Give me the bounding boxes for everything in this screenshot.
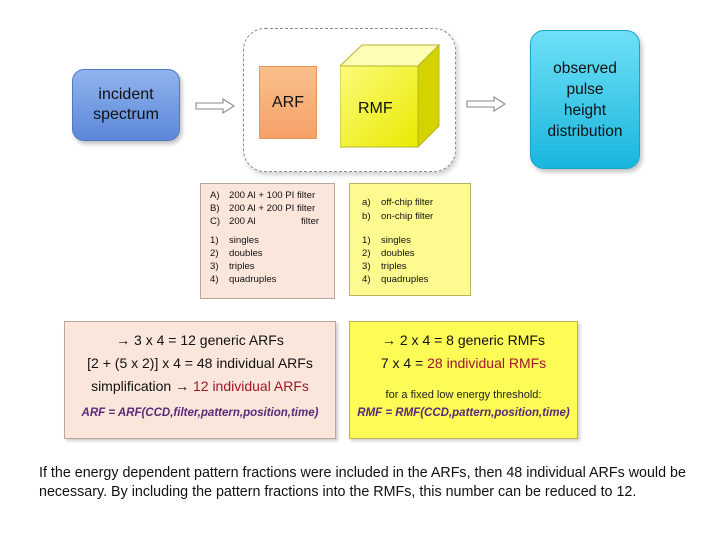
pattern-item: 3)triples bbox=[362, 261, 407, 272]
arf-summary-line-2: [2 + (5 x 2)] x 4 = 48 individual ARFs bbox=[87, 355, 313, 371]
incident-spectrum-box: incident spectrum bbox=[72, 69, 180, 141]
arf-label: ARF bbox=[272, 93, 304, 111]
caption-text: If the energy dependent pattern fraction… bbox=[39, 465, 686, 500]
filter-item: b)on-chip filter bbox=[362, 211, 434, 222]
pattern-item: 2)doubles bbox=[210, 248, 263, 259]
arf-summary-box: → 3 x 4 = 12 generic ARFs [2 + (5 x 2)] … bbox=[64, 321, 336, 439]
observed-line-1: observed bbox=[553, 59, 617, 77]
arrow-right-icon bbox=[466, 96, 506, 112]
filter-item: A)200 Al + 100 PI filter bbox=[210, 190, 316, 201]
pattern-item: 2)doubles bbox=[362, 248, 415, 259]
arf-box: ARF bbox=[259, 66, 317, 139]
arf-formula: ARF = ARF(CCD,filter,pattern,position,ti… bbox=[81, 407, 319, 419]
filter-item: a)off-chip filter bbox=[362, 197, 434, 208]
arrow-right-icon bbox=[195, 98, 235, 114]
observed-line-4: distribution bbox=[547, 122, 623, 140]
pattern-item: 4)quadruples bbox=[362, 274, 429, 285]
rmf-highlight: 28 individual RMFs bbox=[427, 355, 547, 371]
observed-line-3: height bbox=[563, 101, 607, 119]
rmf-summary-line-1: → 2 x 4 = 8 generic RMFs bbox=[381, 332, 545, 348]
rmf-detail-box: a)off-chip filter b)on-chip filter 1)sin… bbox=[349, 183, 471, 296]
arf-summary-line-3: simplification → 12 individual ARFs bbox=[91, 378, 309, 394]
rmf-label: RMF bbox=[358, 100, 393, 117]
filter-item: B)200 Al + 200 PI filter bbox=[210, 203, 316, 214]
observed-line-2: pulse bbox=[566, 80, 604, 98]
rmf-summary-box: → 2 x 4 = 8 generic RMFs 7 x 4 = 28 indi… bbox=[349, 321, 578, 439]
incident-line-2: spectrum bbox=[93, 106, 159, 123]
observed-distribution-box: observed pulse height distribution bbox=[530, 30, 640, 169]
filter-item: C)200 Al bbox=[210, 216, 256, 227]
pattern-item: 1)singles bbox=[210, 235, 259, 246]
incident-line-1: incident bbox=[98, 86, 154, 103]
arf-summary-line-1: → 3 x 4 = 12 generic ARFs bbox=[116, 332, 284, 348]
rmf-summary-line-2: 7 x 4 = 28 individual RMFs bbox=[380, 355, 547, 371]
pattern-item: 1)singles bbox=[362, 235, 411, 246]
pattern-item: 4)quadruples bbox=[210, 274, 277, 285]
pattern-item: 3)triples bbox=[210, 261, 255, 272]
rmf-formula: RMF = RMF(CCD,pattern,position,time) bbox=[357, 407, 570, 419]
filter-item-suffix: filter bbox=[301, 216, 320, 227]
rmf-cube bbox=[340, 44, 440, 148]
rmf-threshold-note: for a fixed low energy threshold: bbox=[385, 389, 542, 401]
arf-detail-box: A)200 Al + 100 PI filter B)200 Al + 200 … bbox=[200, 183, 335, 299]
arf-highlight: 12 individual ARFs bbox=[192, 378, 309, 394]
